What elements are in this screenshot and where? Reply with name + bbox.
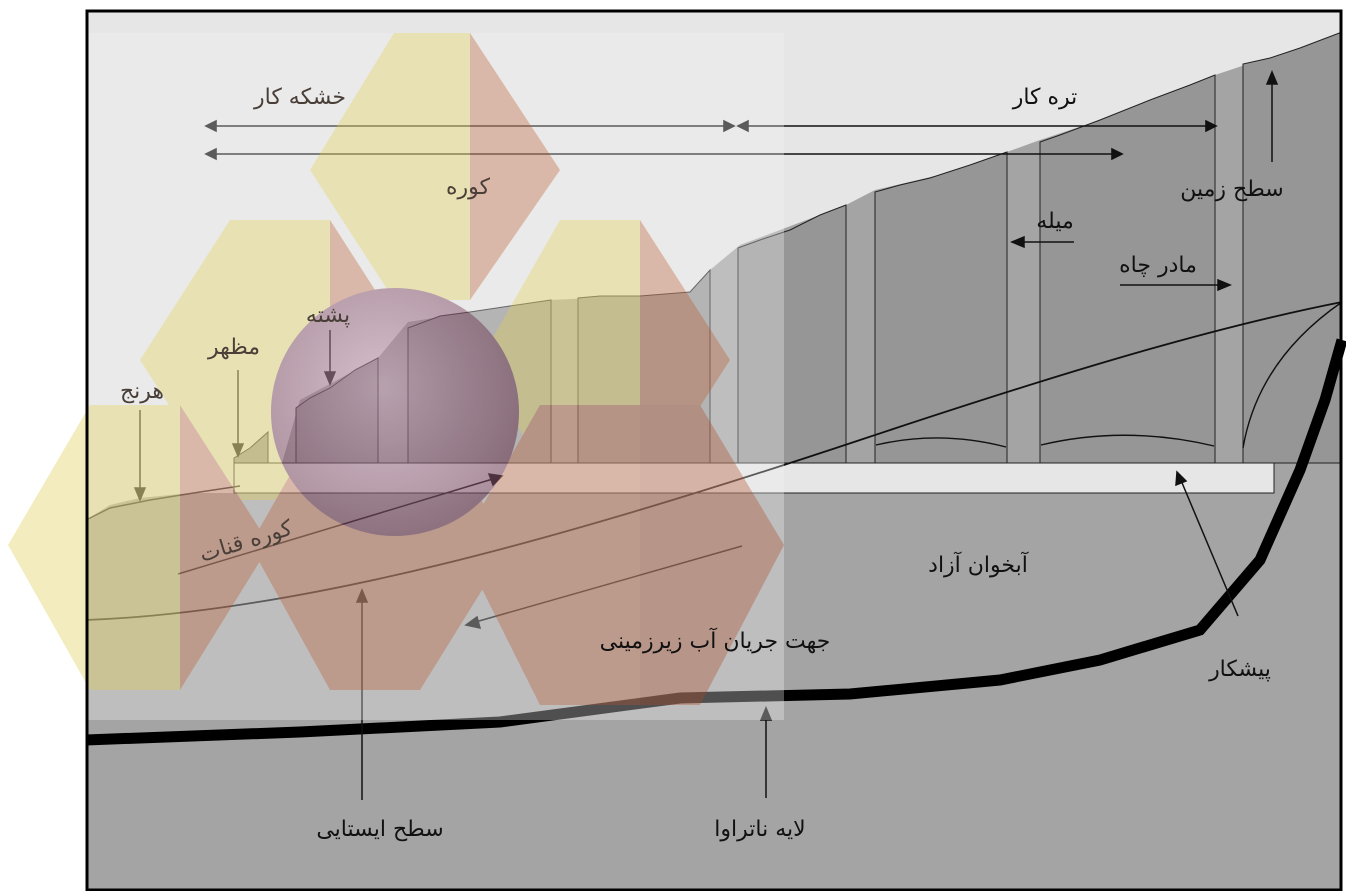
watermark-logo [8,33,784,720]
wet-section-label: تره کار [1012,85,1078,110]
pishkar-arrow-line [1179,477,1239,617]
poshteh-label: پشته [306,303,350,328]
flow-direction-label: جهت جریان آب زیرزمینی [600,627,831,654]
watermark-cube-bottom-left-shade [180,405,270,690]
dry-section-arrowhead-left [204,119,217,133]
water-curve-mother [1242,301,1343,449]
shaft-6 [874,151,1008,464]
water-table-label: سطح ایستایی [316,817,443,842]
well-water-curves [875,301,1343,449]
impermeable-arrowhead [759,706,773,721]
watermark-cube-top-right [470,33,560,300]
ground-surface-arrowhead [1265,70,1279,85]
shaft-7 [1039,74,1216,464]
mother-well-label: مادر چاه [1119,253,1197,278]
wet-section-arrowhead-right [1205,119,1218,133]
shaft-arrowhead [1010,235,1025,249]
flow-direction-arrowhead [464,615,482,629]
impermeable-layer-label: لایه ناتراوا [714,817,805,842]
frame-border [85,9,1343,891]
dry-section-arrowhead-right [723,119,736,133]
dry-section-label: خشکه کار [253,85,346,110]
water-curve-6 [875,437,1007,448]
pishkar-arrowhead [1175,470,1188,487]
mother-well-arrowhead [1217,278,1232,292]
watermark-sphere [271,288,519,536]
free-aquifer-label: آبخوان آزاد [928,551,1029,578]
shaft-5 [737,204,847,464]
impermeable-layer-line [85,338,1346,746]
kureh-label: کوره [446,175,491,200]
pishkar-label: پیشکار [1208,657,1271,682]
shaft-label: میله [1036,209,1074,234]
watermark-cube-bottom-right-light [640,405,784,705]
wet-section-arrowhead-left [736,119,749,133]
outlet-label: مظهر [207,335,260,360]
channel-label: هرنج [120,379,164,404]
kureh-arrowhead-right [1111,147,1124,161]
water-curve-7 [1040,434,1215,447]
ground-surface-label: سطح زمین [1180,177,1283,202]
kureh-arrowhead-left [204,147,217,161]
